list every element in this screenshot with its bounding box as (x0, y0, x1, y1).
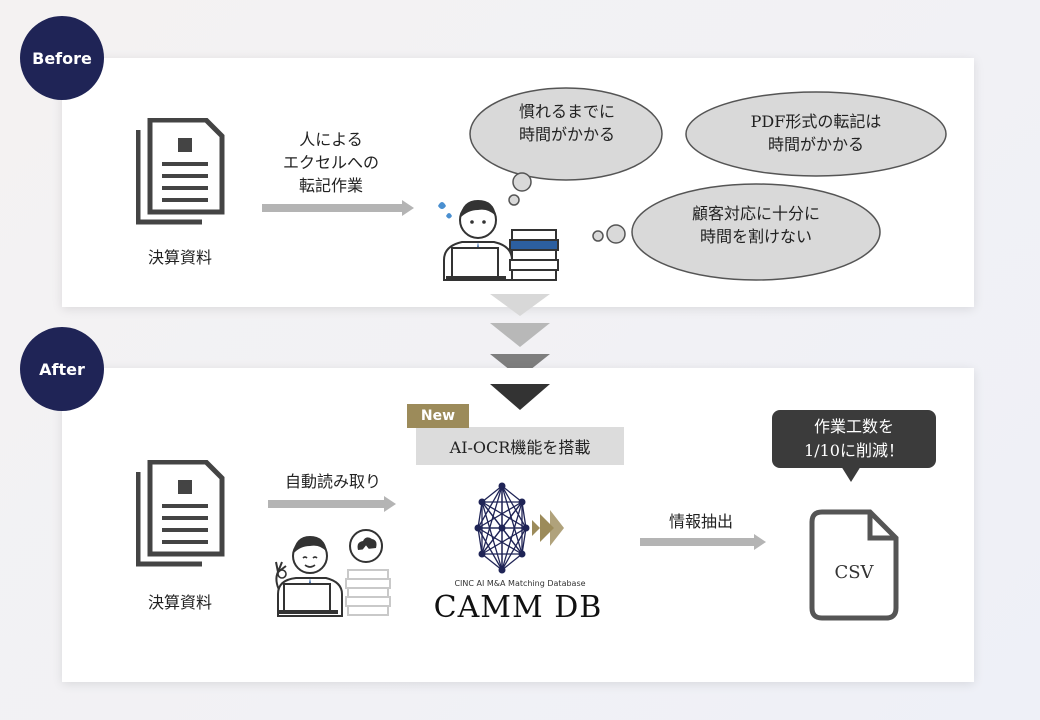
network-node (474, 524, 482, 532)
callout-line: 作業工数を (813, 417, 894, 436)
before-badge: Before (20, 16, 104, 100)
transition-arrow-2 (490, 323, 550, 347)
network-edge (501, 485, 523, 503)
network-edge (481, 501, 527, 529)
network-edge (477, 527, 483, 555)
before-arrow-label-line: 人による (299, 130, 363, 149)
network-edge (501, 501, 523, 529)
callout-line: 1/10に削減！ (804, 441, 904, 460)
network-edge (481, 527, 503, 555)
thought-cloud-1-icon (469, 87, 663, 206)
before-arrow-label: 人による エクセルへの 転記作業 (266, 128, 396, 197)
network-edge (477, 501, 483, 529)
network-edge (521, 501, 527, 529)
cloud-2-line: 時間がかかる (767, 135, 864, 154)
info-extraction-arrow-shaft (640, 538, 754, 546)
cloud-3-line: 顧客対応に十分に (691, 204, 820, 223)
network-edge (477, 527, 523, 555)
network-node (478, 550, 486, 558)
info-extraction-arrow-head (754, 534, 766, 550)
network-edge (481, 501, 503, 529)
before-arrow-shaft (262, 204, 402, 212)
network-node (518, 498, 526, 506)
network-edge (481, 553, 503, 571)
network-node (518, 550, 526, 558)
new-tag: New (407, 404, 469, 428)
network-edge (501, 527, 523, 555)
csv-file-icon (809, 509, 899, 621)
thought-cloud-2-icon (685, 91, 947, 177)
stressed-worker-icon (438, 200, 559, 281)
document-stack-icon (136, 118, 225, 225)
info-extraction-label: 情報抽出 (668, 512, 733, 531)
callout-tail (841, 466, 861, 482)
network-node (522, 524, 530, 532)
cloud-3-line: 時間を割けない (699, 227, 812, 246)
network-node (478, 498, 486, 506)
before-arrow-head (402, 200, 414, 216)
cloud-2-line: PDF形式の転記は (750, 112, 882, 131)
auto-read-label: 自動読み取り (284, 472, 381, 491)
after-document-label: 決算資料 (147, 593, 212, 612)
transition-arrow-1 (490, 294, 550, 316)
network-edge (481, 485, 503, 503)
cloud-3-text: 顧客対応に十分に 時間を割けない (640, 202, 872, 248)
thought-cloud-3-icon (592, 183, 881, 281)
before-document-label: 決算資料 (147, 248, 212, 267)
ai-ocr-feature-label: AI-OCR機能を搭載 (416, 427, 624, 465)
auto-read-arrow-head (384, 496, 396, 512)
after-badge: After (20, 327, 104, 411)
cloud-1-line: 慣れるまでに (518, 102, 615, 121)
network-edge (521, 527, 527, 555)
network-edge (501, 553, 523, 571)
network-edge (477, 501, 523, 529)
before-arrow-label-line: 転記作業 (298, 176, 363, 195)
cloud-1-text: 慣れるまでに 時間がかかる (472, 100, 662, 146)
before-arrow-label-line: エクセルへの (282, 153, 379, 172)
network-edge (501, 527, 527, 571)
network-node (498, 524, 506, 532)
camm-logo-subtitle: CINC AI M&A Matching Database (454, 579, 586, 588)
network-node (498, 482, 506, 490)
camm-logo-title: CAMM DB (433, 590, 603, 625)
transition-arrow-4 (490, 384, 550, 410)
happy-worker-icon (275, 529, 391, 617)
cloud-1-line: 時間がかかる (518, 125, 615, 144)
csv-label: CSV (834, 562, 874, 583)
reduction-callout: 作業工数を 1/10に削減！ (772, 410, 936, 468)
network-node (498, 566, 506, 574)
cloud-2-text: PDF形式の転記は 時間がかかる (700, 110, 932, 156)
auto-read-arrow-shaft (268, 500, 384, 508)
document-stack-icon (136, 460, 225, 567)
network-edge (481, 527, 527, 555)
camm-network-logo-icon (474, 482, 564, 574)
